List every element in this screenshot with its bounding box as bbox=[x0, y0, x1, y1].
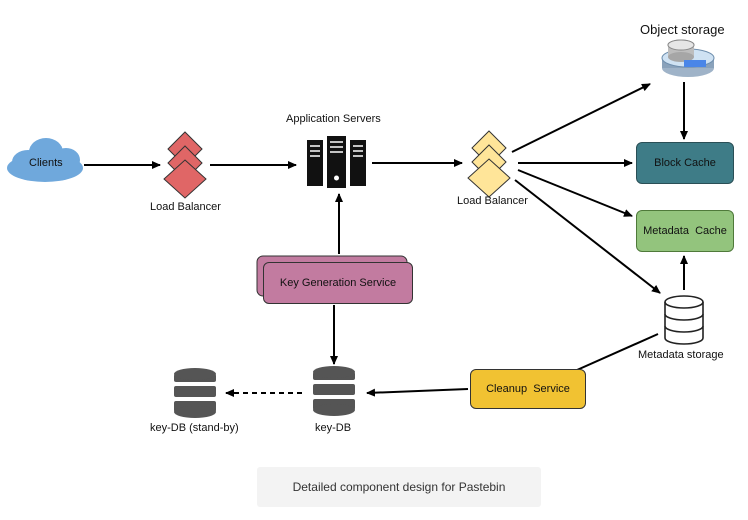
edge-cleanup-metastorage bbox=[567, 333, 659, 375]
key-db-icon bbox=[313, 366, 355, 416]
key-gen-service-box: Key Generation Service bbox=[263, 262, 413, 304]
metadata-storage-label: Metadata storage bbox=[638, 349, 724, 361]
metadata-cache-box: Metadata Cache bbox=[636, 210, 734, 252]
edge-lb2-metadata-cache bbox=[517, 169, 633, 217]
block-cache-box: Block Cache bbox=[636, 142, 734, 184]
key-db-standby-icon bbox=[174, 368, 216, 418]
edge-lb2-object-storage bbox=[511, 83, 651, 153]
cleanup-service-box: Cleanup Service bbox=[470, 369, 586, 409]
key-db-label: key-DB bbox=[315, 422, 352, 434]
connectors bbox=[84, 82, 688, 397]
edge-lb2-metadata-storage bbox=[514, 179, 661, 294]
metadata-storage-db-icon bbox=[664, 295, 704, 345]
caption-text: Detailed component design for Pastebin bbox=[292, 480, 506, 494]
clients-label: Clients bbox=[29, 157, 63, 169]
load-balancer-left-icon bbox=[163, 131, 207, 199]
object-storage-label: Object storage bbox=[640, 22, 725, 37]
key-gen-service-label: Key Generation Service bbox=[279, 277, 397, 289]
key-db-standby-label: key-DB (stand-by) bbox=[150, 422, 239, 434]
cleanup-service-label: Cleanup Service bbox=[486, 383, 570, 395]
app-servers-label: Application Servers bbox=[286, 113, 381, 125]
metadata-cache-label: Metadata Cache bbox=[643, 225, 727, 237]
figure-caption: Detailed component design for Pastebin bbox=[257, 467, 541, 507]
block-cache-label: Block Cache bbox=[654, 157, 716, 169]
edge-cleanup-keydb bbox=[366, 388, 469, 397]
load-balancer-left-label: Load Balancer bbox=[150, 201, 221, 213]
load-balancer-right-label: Load Balancer bbox=[457, 195, 528, 207]
clients-cloud-icon bbox=[7, 138, 83, 182]
server-rack-icon bbox=[307, 136, 366, 188]
object-storage-icon bbox=[661, 39, 715, 77]
load-balancer-right-icon bbox=[467, 130, 511, 198]
